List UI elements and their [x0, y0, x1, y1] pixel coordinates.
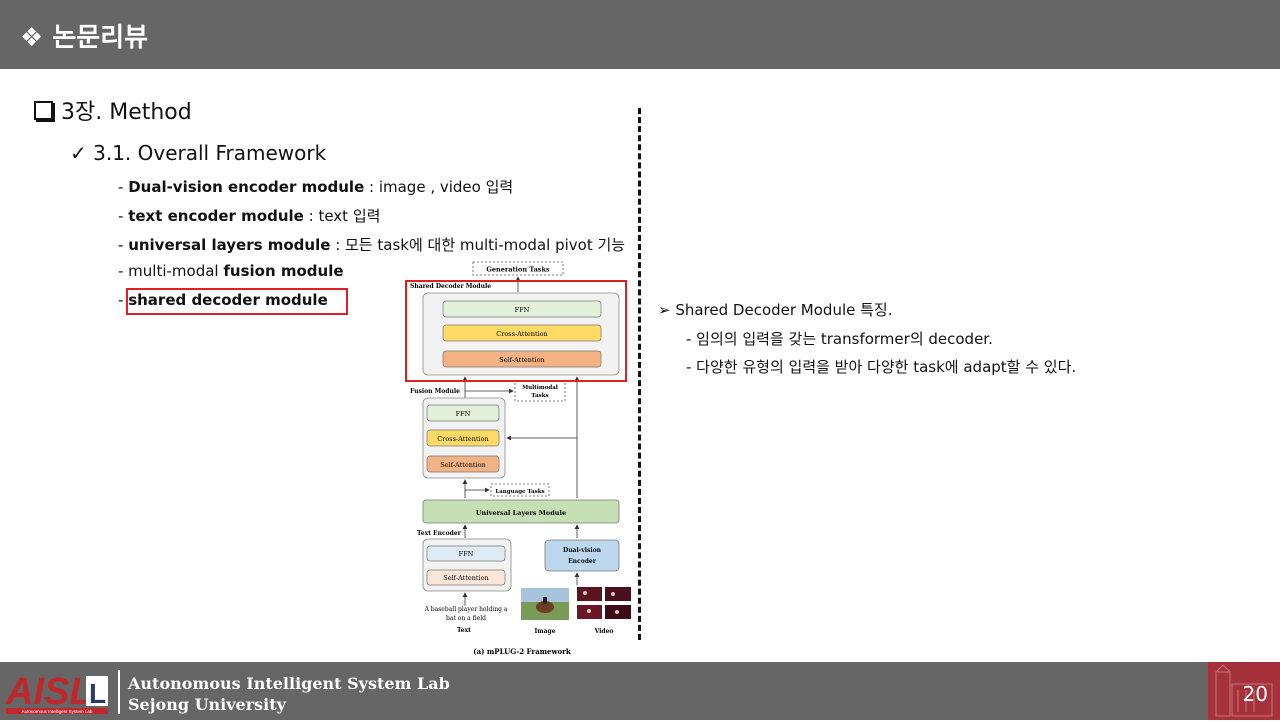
- label-video: Video: [594, 628, 614, 635]
- fusion-cross-box: [426, 429, 500, 447]
- bullet-text-encoder: - text encoder module : text 입력: [118, 205, 380, 226]
- highlight-box-bullet: [126, 288, 348, 315]
- bullet-prefix: -: [118, 236, 129, 254]
- dual-vision-label-2: Encoder: [568, 558, 597, 565]
- note-line-1: - 임의의 입력을 갖는 transformer의 decoder.: [686, 330, 993, 348]
- page-title: ❖ 논문리뷰: [20, 23, 149, 53]
- language-tasks-box: [490, 483, 550, 497]
- label-text: Text: [457, 627, 471, 634]
- language-tasks-label: Language Tasks: [495, 489, 544, 495]
- subsection-title: ✓ 3.1. Overall Framework: [70, 141, 327, 165]
- aisl-logo-subtext: Autonomous Intelligent System Lab: [22, 709, 93, 714]
- lab-name-line-2: Sejong University: [128, 695, 286, 714]
- bullet-bold: universal layers module: [128, 236, 331, 254]
- bullet-prefix: - multi-modal: [118, 262, 224, 280]
- section-title-text: 3장. Method: [61, 100, 192, 125]
- video-frame-2: [605, 587, 631, 601]
- building-watermark-icon: [1215, 664, 1273, 717]
- aisl-logo-l: L: [89, 678, 106, 709]
- footer-bar: [0, 662, 1280, 720]
- bullet-bold: fusion module: [223, 262, 344, 280]
- bullet-dual-vision: - Dual-vision encoder module : image , v…: [118, 176, 513, 197]
- generation-tasks-box: [472, 261, 564, 276]
- image-rider: [543, 597, 547, 604]
- note-line-2: - 다양한 유형의 입력을 받아 다양한 task에 adapt할 수 있다.: [686, 358, 1077, 376]
- video-figure-4: [615, 610, 619, 614]
- page-number-badge: 20: [1208, 662, 1280, 720]
- section-title: 3장. Method: [34, 94, 192, 126]
- caption-line-2: bat on a field: [446, 615, 486, 622]
- aisl-logo-l-box: [86, 676, 108, 706]
- universal-layers-label: Universal Layers Module: [476, 509, 566, 517]
- generation-tasks-label: Generation Tasks: [486, 266, 550, 274]
- video-figure-3: [587, 609, 591, 613]
- highlight-box-shared-decoder: [405, 280, 627, 382]
- decoder-cross-box: [442, 324, 602, 342]
- bullet-rest: : 모든 task에 대한 multi-modal pivot 기능: [330, 236, 626, 254]
- multimodal-tasks-label-2: Tasks: [531, 393, 548, 399]
- dashed-divider: [638, 108, 641, 640]
- encoder-self-box: [426, 569, 506, 586]
- bullet-bold: shared decoder module: [128, 291, 328, 309]
- fusion-cross-label: Cross-Attention: [437, 435, 489, 443]
- video-figure-1: [583, 591, 587, 595]
- bullet-rest: : text 입력: [303, 207, 381, 225]
- bullet-prefix: -: [118, 291, 129, 309]
- fusion-ffn-label: FFN: [456, 410, 471, 418]
- label-image: Image: [534, 628, 555, 635]
- image-sky: [521, 588, 569, 602]
- bullet-universal-layers: - universal layers module : 모든 task에 대한 …: [118, 234, 625, 255]
- figure-caption: (a) mPLUG-2 Framework: [473, 647, 571, 656]
- aisl-logo-bar: [6, 708, 108, 714]
- fusion-self-box: [426, 455, 500, 473]
- lab-name-line-1: Autonomous Intelligent System Lab: [128, 674, 450, 693]
- fusion-self-label: Self-Attention: [440, 461, 485, 469]
- shared-decoder-label: Shared Decoder Module: [410, 283, 491, 290]
- decoder-cross-label: Cross-Attention: [496, 330, 548, 338]
- decoder-self-box: [442, 350, 602, 368]
- bullet-prefix: -: [118, 207, 129, 225]
- bullet-fusion-module: - multi-modal fusion module: [118, 262, 344, 280]
- lab-name: Autonomous Intelligent System Lab Sejong…: [128, 673, 450, 715]
- video-frame-1: [577, 587, 602, 601]
- aisl-logo: AISL L Autonomous Intelligent System Lab: [4, 670, 112, 716]
- bullet-rest: : image , video 입력: [364, 178, 514, 196]
- decoder-self-label: Self-Attention: [499, 356, 544, 364]
- aisl-logo-letters: AISL: [5, 671, 93, 713]
- bullet-bold: Dual-vision encoder module: [128, 178, 365, 196]
- page-number: 20: [1242, 682, 1268, 706]
- dual-vision-label-1: Dual-vision: [563, 547, 602, 554]
- decoder-ffn-label: FFN: [515, 306, 530, 314]
- header-bar: ❖ 논문리뷰: [0, 0, 1280, 69]
- fusion-ffn-box: [426, 404, 500, 422]
- bullet-bold: text encoder module: [128, 207, 304, 225]
- footer-separator: [118, 670, 120, 714]
- universal-layers-box: [422, 499, 620, 524]
- fusion-module-label: Fusion Module: [410, 388, 460, 395]
- encoder-self-label: Self-Attention: [443, 574, 488, 582]
- checkbox-bullet-icon: [34, 101, 53, 120]
- multimodal-tasks-label-1: Multimodal: [522, 385, 558, 391]
- mplug2-framework-figure: Generation Tasks Shared Decoder Module F…: [410, 261, 631, 656]
- bullet-prefix: -: [118, 178, 129, 196]
- encoder-ffn-label: FFN: [459, 550, 474, 558]
- text-encoder-label: Text Encoder: [417, 530, 462, 537]
- bullet-shared-decoder: - shared decoder module: [118, 291, 328, 309]
- note-heading: ➢ Shared Decoder Module 특징.: [658, 301, 893, 319]
- decoder-ffn-box: [442, 300, 602, 318]
- caption-line-1: A baseball player holding a: [424, 606, 508, 613]
- video-figure-2: [611, 592, 615, 596]
- encoder-ffn-box: [426, 545, 506, 562]
- dual-vision-encoder-box: [544, 539, 620, 572]
- image-horse: [536, 601, 554, 613]
